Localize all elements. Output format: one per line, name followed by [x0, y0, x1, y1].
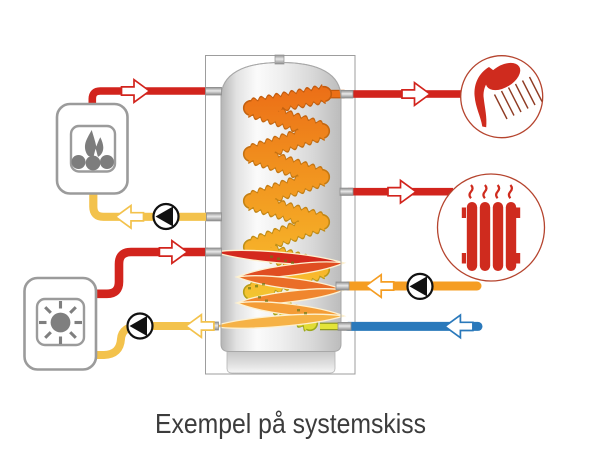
svg-text:Exempel på systemskiss: Exempel på systemskiss [155, 408, 426, 439]
